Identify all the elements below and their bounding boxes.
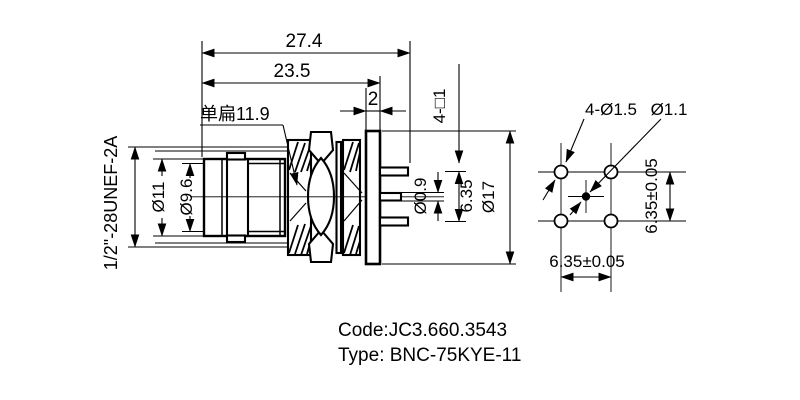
side-view: 27.4 23.5 2 单扁11.9 4-□1 1/2"-28UNEF-2A <box>101 31 516 270</box>
hole-bottom-left <box>553 213 569 229</box>
pin-bottom <box>378 216 410 227</box>
dim-bore-diameter: Ø9.6 <box>177 179 196 216</box>
part-code: Code:JC3.660.3543 <box>338 320 507 341</box>
label-corner-holes: 4-Ø1.5 <box>585 100 637 119</box>
dim-body-length: 23.5 <box>274 61 311 82</box>
flange-and-pins <box>364 129 410 266</box>
dim-flange-diameter: Ø17 <box>479 181 498 213</box>
hex-cap-bottom <box>307 228 335 264</box>
hole-top-right <box>603 164 619 180</box>
flange <box>364 129 382 266</box>
dim-coupling-diameter: Ø11 <box>149 182 168 213</box>
label-flat-width: 单扁11.9 <box>200 104 270 124</box>
dim-pitch-horizontal: 6.35±0.05 <box>549 252 625 271</box>
dim-pin-diameter: Ø0.9 <box>411 178 430 215</box>
coupling-body <box>202 151 287 244</box>
label-center-pin: Ø1.1 <box>651 100 688 119</box>
dim-overall-length: 27.4 <box>286 31 323 52</box>
pin-center <box>378 191 403 202</box>
label-mounting-thread: 1/2"-28UNEF-2A <box>101 136 121 270</box>
dim-flange-thickness: 2 <box>368 89 379 110</box>
hole-top-left <box>553 164 569 180</box>
end-view: 4-Ø1.5 Ø1.1 6.35±0.05 6.35±0.05 <box>538 100 687 292</box>
washer <box>335 140 343 255</box>
hex-cap-top <box>307 130 335 166</box>
dim-pitch-vertical: 6.35±0.05 <box>642 158 661 234</box>
title-block: Code:JC3.660.3543 Type: BNC-75KYE-11 <box>338 320 521 366</box>
dim-pin-span: 6.35 <box>457 179 476 212</box>
part-type: Type: BNC-75KYE-11 <box>338 345 521 366</box>
bayonet-tab-top <box>225 151 247 161</box>
hole-bottom-right <box>603 213 619 229</box>
side-view-dimensions: 27.4 23.5 2 单扁11.9 4-□1 1/2"-28UNEF-2A <box>101 31 516 270</box>
center-pin <box>581 192 591 201</box>
bayonet-tab-bottom <box>225 234 247 244</box>
label-square-pins: 4-□1 <box>430 89 449 124</box>
pin-top <box>378 166 410 177</box>
